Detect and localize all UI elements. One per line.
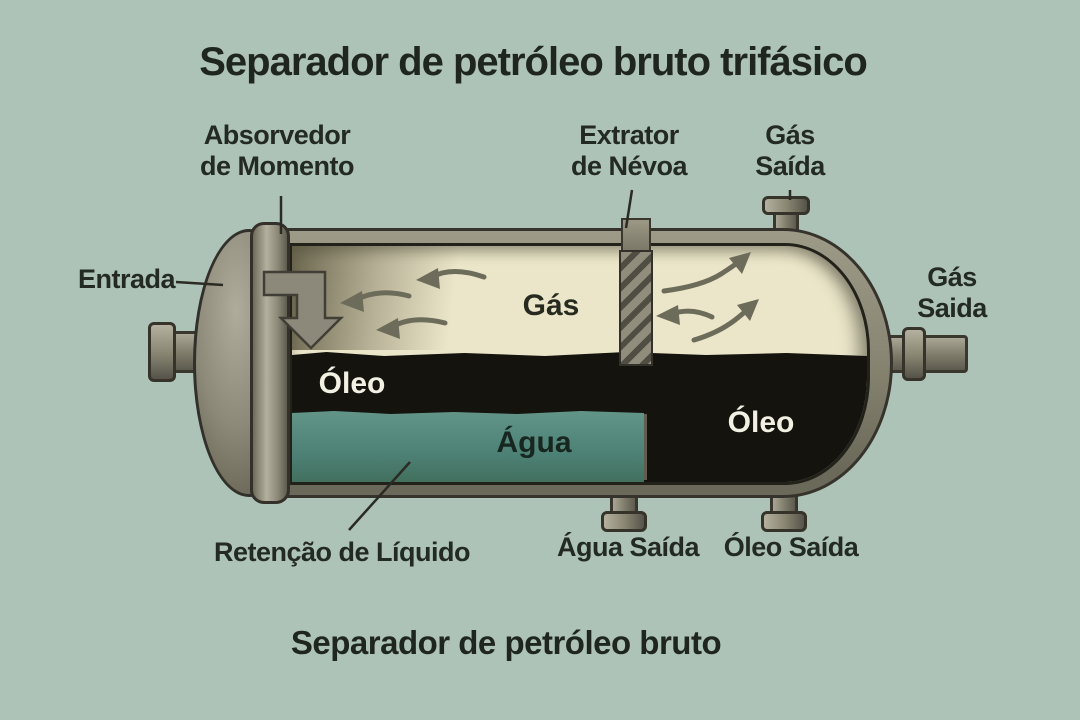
vessel-shell: Gás Óleo Água Óleo	[266, 228, 893, 498]
head-flange-band	[250, 222, 290, 504]
mist-extractor	[619, 250, 653, 366]
region-label-water: Água	[496, 426, 572, 459]
label-momentum-absorber: Absorvedor de Momento	[200, 120, 355, 181]
oil-outlet-flange	[761, 511, 807, 532]
label-oil-outlet: Óleo Saída	[723, 532, 859, 562]
label-inlet: Entrada	[78, 264, 176, 294]
inlet-nozzle-flange	[148, 322, 176, 382]
label-liquid-retention: Retenção de Líquido	[213, 537, 471, 567]
weir-wall	[644, 414, 647, 480]
vessel-interior: Gás Óleo Água Óleo	[289, 243, 870, 485]
page-title: Separador de petróleo bruto trifásico	[199, 40, 868, 84]
label-water-outlet: Água Saída	[556, 532, 700, 562]
label-gas-outlet-top: Gás Saída	[755, 120, 825, 181]
mist-extractor-mount	[621, 218, 651, 254]
label-mist-extractor: Extrator de Névoa	[570, 120, 688, 181]
region-label-oil-left: Óleo	[318, 367, 386, 400]
gas-outlet-side-flange	[902, 327, 926, 381]
water-layer	[292, 411, 644, 482]
gas-outlet-top-flange	[762, 196, 810, 215]
water-outlet-flange	[601, 511, 647, 532]
diagram-caption: Separador de petróleo bruto	[290, 624, 722, 661]
gas-layer-shading	[292, 246, 477, 350]
region-label-gas: Gás	[522, 289, 580, 322]
label-gas-outlet-side: Gás Saida	[917, 262, 987, 323]
region-label-oil-right: Óleo	[727, 406, 795, 439]
